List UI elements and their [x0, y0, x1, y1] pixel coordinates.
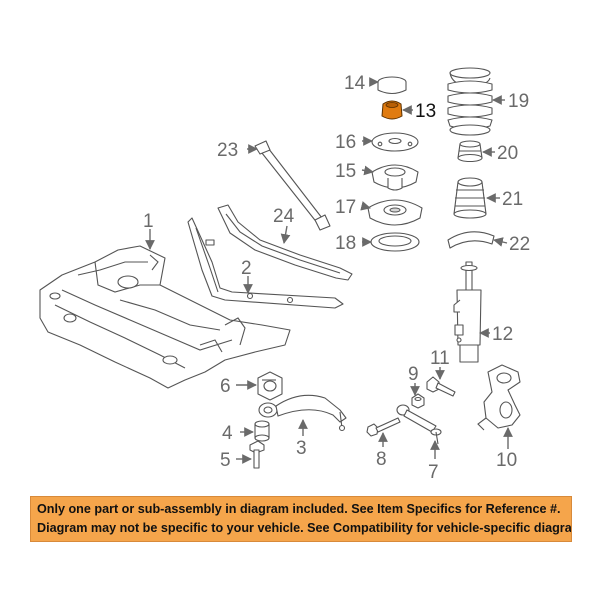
- callout-17: 17: [335, 197, 356, 218]
- upper-mount-part: [371, 164, 419, 191]
- tension-strut-part: [396, 404, 442, 445]
- callout-12: 12: [492, 324, 513, 345]
- callout-labels: 1 2 3 4 5 6 7 8 9 10 11 12 13 14 15 16 1…: [143, 73, 530, 483]
- disclaimer-line-2: Diagram may not be specific to your vehi…: [37, 521, 572, 535]
- callout-22: 22: [509, 234, 530, 255]
- callout-15: 15: [335, 161, 356, 182]
- callout-18: 18: [335, 233, 356, 254]
- dust-boot-part: [453, 177, 487, 219]
- callout-3: 3: [296, 438, 307, 459]
- bushing-bracket-part: [257, 371, 283, 401]
- callout-16: 16: [335, 132, 356, 153]
- mount-bolt-part: [249, 440, 265, 469]
- callout-7: 7: [428, 462, 439, 483]
- mount-plate-part: [371, 132, 419, 152]
- lower-spring-pad-part: [447, 231, 495, 249]
- callout-4: 4: [222, 423, 233, 444]
- callout-10: 10: [496, 450, 517, 471]
- callout-1: 1: [143, 211, 154, 232]
- coil-spring-part: [447, 67, 493, 136]
- strut-part: [453, 261, 482, 363]
- front-subframe-part: [39, 245, 291, 389]
- steering-knuckle-part: [477, 364, 521, 431]
- strut-cap-part: [377, 76, 407, 95]
- bump-stop-nut-part: [381, 100, 403, 120]
- leader-lines: [145, 77, 513, 464]
- bushing-part: [254, 420, 270, 442]
- callout-5: 5: [220, 450, 231, 471]
- callout-24: 24: [273, 206, 295, 227]
- callout-14: 14: [344, 73, 366, 94]
- spring-pad-part: [370, 232, 420, 252]
- callout-9: 9: [408, 364, 419, 385]
- bump-stop-part: [457, 140, 483, 163]
- callout-19: 19: [508, 91, 529, 112]
- tension-rod-part: [254, 140, 331, 231]
- callout-6: 6: [220, 376, 231, 397]
- disclaimer-line-1: Only one part or sub-assembly in diagram…: [37, 502, 561, 516]
- callout-21: 21: [502, 189, 523, 210]
- spring-seat-part: [367, 199, 423, 226]
- nut-part: [411, 393, 425, 409]
- disclaimer-banner: Only one part or sub-assembly in diagram…: [30, 496, 572, 542]
- callout-13: 13: [415, 101, 436, 122]
- callout-11: 11: [430, 348, 450, 369]
- strut-brace-part: [217, 204, 353, 281]
- callout-2: 2: [241, 258, 252, 279]
- arm-bolt-part: [366, 417, 401, 437]
- callout-23: 23: [217, 140, 238, 161]
- control-arm-part: [258, 394, 347, 432]
- callout-20: 20: [497, 143, 518, 164]
- callout-8: 8: [376, 449, 387, 470]
- bolt-part: [426, 376, 456, 397]
